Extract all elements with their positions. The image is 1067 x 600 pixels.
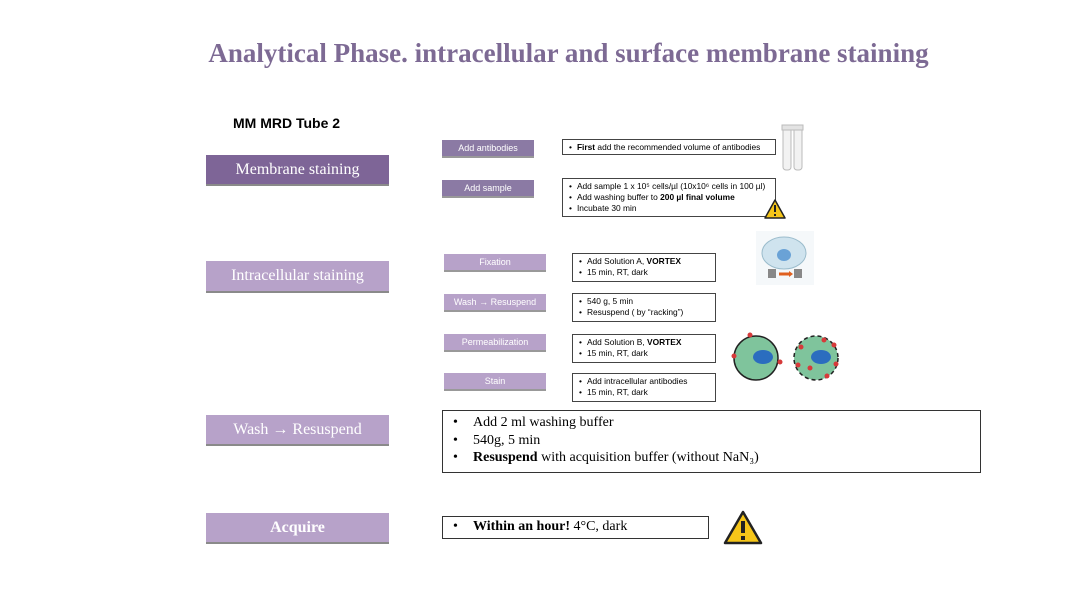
page-title: Analytical Phase. intracellular and surf… — [208, 38, 929, 68]
wash-resuspend-label: Wash → Resuspend — [206, 415, 389, 444]
acquire-text: Acquire — [270, 519, 325, 536]
stain-label: Stain — [444, 373, 546, 389]
wash-resuspend-line-2: Resuspend ( by “racking”) — [587, 307, 710, 318]
wash-step-3: Resuspend with acquisition buffer (witho… — [451, 449, 972, 467]
stain-line-1: Add intracellular antibodies — [587, 376, 710, 387]
intracellular-staining-text: Intracellular staining — [231, 267, 364, 284]
tube-label: MM MRD Tube 2 — [233, 115, 341, 131]
acquire-box: Within an hour! 4°C, dark — [442, 516, 709, 539]
wash-resuspend-small-label: Wash → Resuspend — [444, 294, 546, 310]
wash-step-2: 540g, 5 min — [451, 432, 972, 450]
permeabilization-box: Add Solution B, VORTEX 15 min, RT, dark — [572, 334, 716, 363]
acquire-warning-icon — [723, 510, 763, 545]
permeabilization-label: Permeabilization — [444, 334, 546, 350]
add-sample-line-3: Incubate 30 min — [577, 203, 770, 214]
add-sample-label: Add sample — [442, 180, 534, 196]
wash-steps-box: Add 2 ml washing buffer 540g, 5 min Resu… — [442, 410, 981, 473]
stain-line-2: 15 min, RT, dark — [587, 387, 710, 398]
fixation-line-1: Add Solution A, VORTEX — [587, 256, 710, 267]
tube-image — [781, 124, 804, 171]
membrane-staining-text: Membrane staining — [235, 161, 360, 178]
fixation-cell-image — [756, 231, 814, 285]
acquire-step: Within an hour! 4°C, dark — [451, 518, 700, 536]
wash-resuspend-line-1: 540 g, 5 min — [587, 296, 710, 307]
add-sample-box: Add sample 1 x 10⁵ cells/µl (10x10⁶ cell… — [562, 178, 776, 217]
membrane-staining-label: Membrane staining — [206, 155, 389, 184]
add-antibodies-box: First add the recommended volume of anti… — [562, 139, 776, 155]
add-antibodies-line: First add the recommended volume of anti… — [577, 142, 770, 153]
warning-icon — [764, 199, 786, 219]
acquire-label: Acquire — [206, 513, 389, 542]
add-antibodies-label: Add antibodies — [442, 140, 534, 156]
wash-resuspend-text: Wash → Resuspend — [233, 421, 362, 438]
wash-step-1: Add 2 ml washing buffer — [451, 414, 972, 432]
add-sample-line-1: Add sample 1 x 10⁵ cells/µl (10x10⁶ cell… — [577, 181, 770, 192]
intracellular-staining-label: Intracellular staining — [206, 261, 389, 291]
wash-resuspend-box: 540 g, 5 min Resuspend ( by “racking”) — [572, 293, 716, 322]
fixation-box: Add Solution A, VORTEX 15 min, RT, dark — [572, 253, 716, 282]
stain-box: Add intracellular antibodies 15 min, RT,… — [572, 373, 716, 402]
permeabilization-line-1: Add Solution B, VORTEX — [587, 337, 710, 348]
add-sample-line-2: Add washing buffer to 200 µl final volum… — [577, 192, 770, 203]
fixation-label: Fixation — [444, 254, 546, 270]
permeabilization-cell-image — [731, 332, 839, 381]
permeabilization-line-2: 15 min, RT, dark — [587, 348, 710, 359]
fixation-line-2: 15 min, RT, dark — [587, 267, 710, 278]
